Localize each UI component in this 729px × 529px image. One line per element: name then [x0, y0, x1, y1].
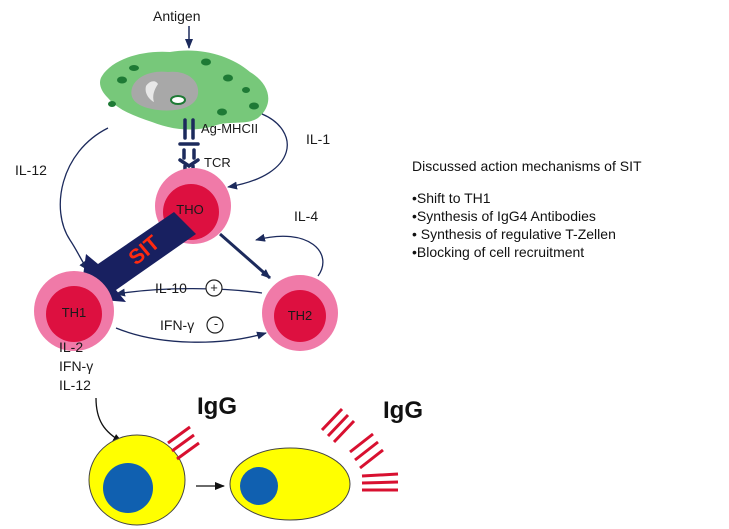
tho-th2-arrow: [219, 232, 271, 280]
il1-arrow: [227, 113, 288, 190]
plasma-cell-right: [229, 447, 351, 521]
igg-label-right: IgG: [383, 397, 423, 424]
il4-label: IL-4: [294, 208, 319, 224]
antibody-right-1-icon: [320, 407, 356, 444]
th1-product-ifn: IFN-γ: [59, 358, 94, 374]
mechanism-item: •Shift to TH1: [412, 190, 491, 206]
th2-label: TH2: [287, 308, 313, 323]
ifn-gamma-label: IFN-γ: [160, 317, 195, 333]
il1-label: IL-1: [306, 131, 331, 147]
il10-arrow: [115, 287, 263, 297]
plus-sign-icon: [205, 279, 223, 297]
ifn-arrow: [115, 327, 267, 343]
mechanism-item: • Synthesis of regulative T-Zellen: [412, 226, 616, 242]
mechanism-item: •Blocking of cell recruitment: [412, 244, 585, 260]
tho-label: THO: [176, 202, 204, 217]
minus-label: -: [213, 316, 219, 331]
il12-arrow: [59, 127, 109, 271]
th1-product-il12: IL-12: [59, 377, 91, 393]
b-cell-arrow: [95, 397, 123, 443]
mechanism-item: •Synthesis of IgG4 Antibodies: [412, 208, 596, 224]
th2-cell: [262, 275, 338, 351]
il10-label: IL-10: [155, 280, 187, 296]
antibody-right-2-icon: [349, 432, 384, 470]
minus-sign-icon: [206, 316, 224, 334]
th1-label: TH1: [61, 305, 87, 320]
il12-label: IL-12: [15, 162, 47, 178]
antigen-label: Antigen: [153, 8, 201, 24]
b-cell-left: [88, 434, 186, 526]
ag-mhcii-label: Ag-MHCII: [201, 121, 259, 136]
th1-product-il2: IL-2: [59, 339, 84, 355]
antibody-right-3-icon: [361, 472, 399, 492]
mechanisms-heading: Discussed action mechanisms of SIT: [412, 158, 642, 174]
igg-label-left: IgG: [197, 393, 237, 420]
antigen-presenting-cell: [100, 50, 269, 130]
plus-label: +: [210, 280, 218, 295]
antibody-left-icon: [167, 425, 200, 461]
tcr-label: TCR: [204, 155, 231, 170]
th1-cell: [34, 271, 114, 351]
il4-arrow: [255, 233, 324, 277]
